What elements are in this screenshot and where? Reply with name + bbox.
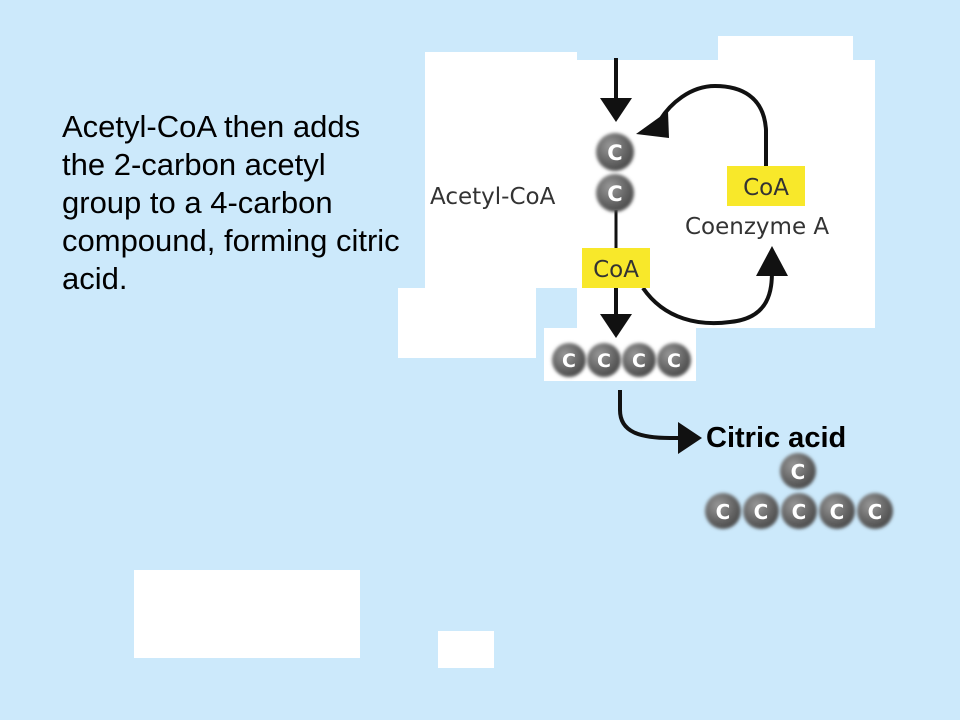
coenzyme-recycle-arrow: [636, 83, 788, 326]
svg-text:C: C: [830, 500, 845, 524]
svg-text:C: C: [632, 350, 646, 372]
citric-carbon-3: C: [781, 493, 817, 529]
product-arrow: [618, 390, 702, 454]
svg-text:C: C: [607, 141, 622, 165]
citric-carbon-4: C: [819, 493, 855, 529]
acetyl-coa-label: Acetyl-CoA: [430, 184, 556, 210]
blank-box-bottom-small: [438, 631, 494, 668]
coenzyme-a-label: Coenzyme A: [685, 214, 829, 240]
svg-text:C: C: [754, 500, 769, 524]
four-carbon-ball-1: C: [552, 343, 586, 377]
citric-carbon-top: C: [780, 453, 816, 489]
svg-text:CoA: CoA: [593, 257, 639, 283]
downward-arrow: [600, 210, 632, 338]
citric-acid-molecule: C C C C C C: [705, 453, 893, 529]
incoming-arrow: [600, 58, 632, 122]
coa-tag-released: CoA: [727, 166, 805, 206]
diagram-panel-left: [425, 52, 577, 288]
acetyl-carbon-2: C: [596, 174, 634, 212]
four-carbon-ball-4: C: [657, 343, 691, 377]
citric-acid-label: Citric acid: [706, 422, 846, 454]
coa-tag-attached: CoA: [582, 248, 650, 288]
svg-text:C: C: [792, 500, 807, 524]
citric-carbon-2: C: [743, 493, 779, 529]
diagram-panel-left-lower: [398, 288, 536, 358]
svg-text:C: C: [716, 500, 731, 524]
diagram-panel-top-tab: [718, 36, 853, 60]
four-carbon-ball-3: C: [622, 343, 656, 377]
four-carbon-ball-2: C: [587, 343, 621, 377]
citric-carbon-5: C: [857, 493, 893, 529]
slide-caption: Acetyl-CoA then adds the 2-carbon acetyl…: [62, 109, 400, 296]
acetyl-carbon-1: C: [596, 133, 634, 171]
svg-text:C: C: [791, 460, 806, 484]
citric-carbon-1: C: [705, 493, 741, 529]
blank-box-bottom-left: [134, 570, 360, 658]
svg-text:C: C: [597, 350, 611, 372]
svg-text:C: C: [607, 182, 622, 206]
svg-text:C: C: [667, 350, 681, 372]
svg-text:CoA: CoA: [743, 175, 789, 201]
svg-text:C: C: [868, 500, 883, 524]
four-carbon-compound: C C C C: [552, 343, 691, 377]
svg-text:C: C: [562, 350, 576, 372]
